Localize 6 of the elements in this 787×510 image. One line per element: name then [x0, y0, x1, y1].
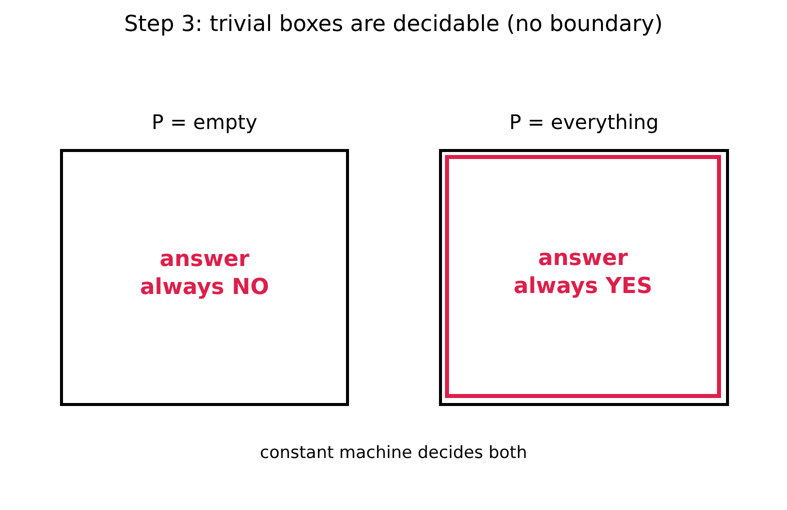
diagram-title: Step 3: trivial boxes are decidable (no boundary): [124, 11, 663, 39]
box-heading: P = empty: [152, 110, 258, 134]
answer-text: answer always NO: [138, 246, 270, 302]
caption: constant machine decides both: [260, 442, 528, 464]
box-heading: P = everything: [509, 110, 659, 134]
answer-text: answer always YES: [512, 244, 654, 300]
